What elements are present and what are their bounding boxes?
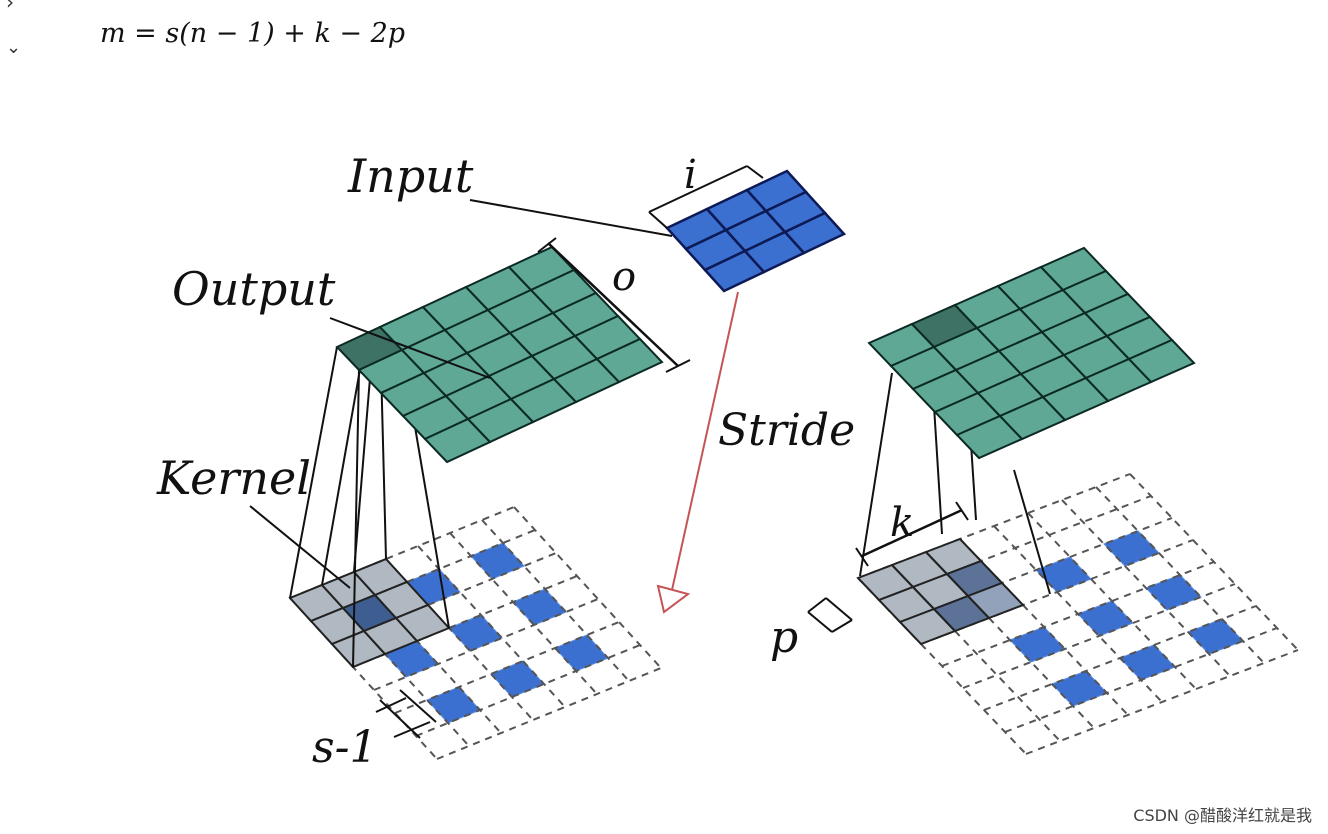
projection-line: [352, 369, 360, 668]
output-dimension-tick: [537, 237, 557, 253]
stride-arrow-line: [671, 291, 739, 591]
s-bracket-line: [379, 699, 421, 739]
left-input-grid-line: [481, 519, 630, 682]
left-input-grid-line: [289, 597, 438, 760]
right-input-cell: [1077, 600, 1134, 637]
left-input-cell: [554, 634, 609, 672]
input-dimension-tick: [648, 211, 668, 229]
label-s-minus-1: s-1: [312, 722, 377, 773]
label-kernel: Kernel: [156, 451, 311, 505]
k-dimension-line: [861, 508, 963, 558]
label-output: Output: [172, 262, 336, 316]
chevron-down-icon[interactable]: ⌄: [6, 37, 22, 58]
left-input-cell: [426, 686, 481, 724]
right-input-grid: [856, 473, 1299, 755]
label-input: Input: [347, 149, 474, 203]
right-input-grid-line: [1129, 473, 1299, 651]
k-dimension-tick: [955, 501, 969, 521]
right-kernel-cell: [966, 581, 1025, 620]
left-input-grid-line: [394, 621, 620, 714]
right-input-grid-line: [1061, 499, 1231, 677]
output-dimension-line: [547, 242, 679, 367]
right-input-grid-line: [941, 561, 1215, 667]
projection-line: [321, 357, 363, 586]
projection-line: [933, 405, 943, 535]
input-dimension-tick: [746, 165, 764, 179]
right-input-cell: [1103, 530, 1160, 567]
input-grid: [648, 165, 847, 293]
s-bracket-tick: [393, 721, 431, 738]
left-output-grid: [335, 237, 691, 464]
annotations: [249, 199, 969, 739]
watermark: CSDN @醋酸洋红就是我: [1133, 806, 1312, 825]
left-input-grid-line: [513, 506, 662, 669]
right-input-cell: [1051, 670, 1108, 707]
right-input-grid-line: [983, 605, 1257, 711]
left-input-cell: [490, 660, 545, 698]
p-bracket-tick: [831, 619, 853, 633]
left-output-cell: [595, 337, 664, 384]
label-i: i: [684, 152, 697, 198]
s-bracket-tick: [375, 697, 407, 713]
right-input-cell: [1009, 626, 1066, 663]
input-cell: [782, 211, 847, 255]
stride-arrow-head: [656, 584, 691, 614]
label-o: o: [612, 254, 636, 300]
left-input-grid-line: [353, 571, 502, 734]
left-input-grid-line: [321, 584, 470, 747]
label-p: p: [770, 612, 798, 663]
chevron-right-icon[interactable]: ›: [6, 0, 14, 14]
left-input-grid-line: [449, 532, 598, 695]
k-dimension-tick: [855, 547, 869, 567]
input-leader-line: [469, 199, 673, 237]
right-input-cell: [1119, 644, 1176, 681]
formula: m = s(n − 1) + k − 2p: [100, 18, 406, 49]
right-input-grid-line: [1004, 627, 1278, 733]
output-leader-line: [329, 317, 491, 379]
left-input-grid-line: [385, 558, 534, 721]
left-input-cell: [512, 588, 567, 626]
output-dimension-tick: [665, 359, 691, 373]
left-input-cell: [470, 542, 525, 580]
label-stride: Stride: [718, 405, 855, 456]
label-k: k: [890, 500, 914, 546]
p-bracket-tick: [807, 597, 827, 613]
right-input-grid-line: [899, 517, 1173, 623]
kernel-leader-line: [249, 505, 351, 589]
projection-line: [353, 353, 373, 573]
left-input-cell: [448, 614, 503, 652]
left-input-grid-line: [373, 598, 599, 691]
left-input-grid-line: [415, 644, 641, 737]
projection-line: [859, 372, 893, 577]
left-input-grid: [288, 506, 662, 760]
right-input-grid-line: [1027, 512, 1197, 690]
right-output-grid: [867, 246, 1196, 460]
right-output-cell: [1127, 338, 1196, 384]
right-input-cell: [1187, 618, 1244, 655]
right-input-cell: [1145, 574, 1202, 611]
projection-line: [289, 346, 338, 599]
projection-line: [1013, 469, 1051, 595]
left-input-grid-line: [436, 667, 662, 760]
p-bracket-line: [807, 611, 833, 633]
p-bracket-line: [825, 597, 853, 621]
right-input-grid-line: [1095, 486, 1265, 664]
input-dimension-line: [648, 165, 748, 213]
right-input-grid-line: [962, 583, 1236, 689]
s-bracket-line: [399, 689, 437, 723]
right-input-grid-line: [1025, 649, 1299, 755]
left-input-grid-line: [417, 545, 566, 708]
